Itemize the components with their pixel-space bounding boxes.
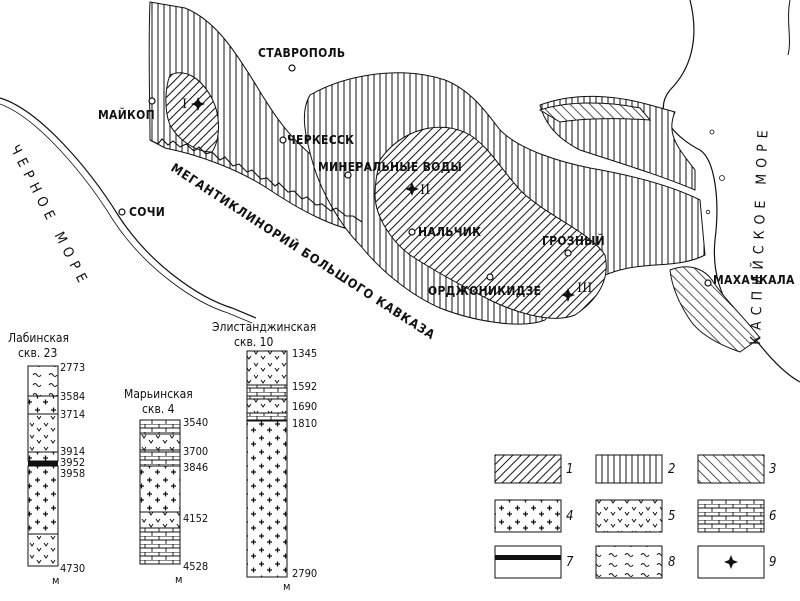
site-label-ii: II — [420, 183, 430, 198]
city-label-sochi: СОЧИ — [129, 205, 165, 219]
star-icon — [191, 97, 205, 111]
column-title: Марьинская — [124, 387, 193, 401]
legend-swatch-8 — [595, 545, 663, 579]
sochi-marker — [118, 208, 126, 216]
legend-label-2: 2 — [668, 462, 675, 477]
depth-label: 4528 — [183, 560, 208, 573]
depth-label: 4152 — [183, 512, 208, 525]
black-sea-coast-inner — [0, 103, 253, 324]
column-subtitle: скв. 10 — [234, 335, 274, 349]
depth-label: 3846 — [183, 461, 208, 474]
column-subtitle: скв. 23 — [18, 346, 57, 360]
site-ii: II — [405, 182, 430, 198]
depth-label: 2773 — [60, 361, 85, 374]
legend-label-1: 1 — [566, 462, 573, 477]
legend-swatch-2 — [595, 454, 663, 484]
stavropol-marker — [288, 64, 296, 72]
depth-label: 2790 — [292, 567, 317, 580]
depth-label: 4730 — [60, 562, 85, 575]
depth-unit: м — [52, 574, 59, 587]
legend-label-5: 5 — [668, 509, 675, 524]
depth-unit: м — [175, 573, 182, 586]
city-label-cherkessk: ЧЕРКЕССК — [287, 133, 354, 147]
well-columns: Лабинская скв. 23 2773 3584 3714 3914 39… — [8, 320, 317, 593]
mineralnye-vody-marker — [344, 171, 352, 179]
legend-swatch-3 — [697, 454, 765, 484]
depth-label: 1592 — [292, 380, 317, 393]
maykop-marker — [148, 97, 156, 105]
black-sea-coast — [0, 97, 257, 319]
caspian-shore-east — [787, 0, 791, 56]
well-column-maryinskaya: Марьинская скв. 4 3540 3700 3846 4152 45… — [124, 387, 208, 586]
depth-label: 3914 — [60, 445, 85, 458]
column-title: Лабинская — [8, 331, 69, 345]
legend-label-3: 3 — [769, 462, 776, 477]
depth-label: 3714 — [60, 408, 85, 421]
legend-label-6: 6 — [769, 509, 776, 524]
star-icon — [724, 555, 738, 569]
legend-label-7: 7 — [566, 555, 574, 570]
star-icon — [561, 288, 575, 302]
depth-label: 1690 — [292, 400, 317, 413]
legend: 1 2 3 4 5 6 7 8 9 — [494, 454, 776, 579]
nalchik-marker — [408, 228, 416, 236]
column-subtitle: скв. 4 — [142, 402, 175, 416]
depth-unit: м — [283, 580, 290, 593]
site-label-iii: III — [577, 281, 592, 296]
star-icon — [405, 182, 419, 196]
legend-swatch-1 — [494, 454, 562, 484]
zone-3-makhachkala — [669, 266, 761, 353]
zone-1-central — [374, 126, 607, 319]
legend-swatch-5 — [595, 499, 663, 533]
city-label-mineralnye-vody: МИНЕРАЛЬНЫЕ ВОДЫ — [318, 160, 462, 174]
city-label-grozny: ГРОЗНЫЙ — [542, 233, 605, 248]
column-title: Элистанджинская — [212, 320, 316, 334]
legend-swatch-4 — [494, 499, 562, 533]
site-i: I — [182, 97, 205, 112]
makhachkala-marker — [704, 279, 712, 287]
ordzhonikidze-marker — [486, 273, 494, 281]
depth-label: 3540 — [183, 416, 208, 429]
city-label-makhachkala: МАХАЧКАЛА — [713, 273, 795, 287]
grozny-marker — [564, 249, 572, 257]
zone-3-east-band — [538, 102, 652, 123]
city-label-nalchik: НАЛЬЧИК — [418, 225, 481, 239]
site-label-i: I — [182, 97, 187, 112]
city-label-ordzhonikidze: ОРДЖОНИКИДЗЕ — [428, 284, 541, 298]
city-label-maykop: МАЙКОП — [98, 107, 155, 122]
legend-label-9: 9 — [769, 555, 776, 570]
sea-label-black-sea: ЧЕРНОЕ МОРЕ — [6, 143, 92, 291]
depth-label: 3584 — [60, 390, 85, 403]
cherkessk-marker — [279, 136, 287, 144]
depth-label: 3952 — [60, 456, 85, 469]
depth-label: 3958 — [60, 467, 85, 480]
map-area: СТАВРОПОЛЬ МАЙКОП ЧЕРКЕССК МИНЕРАЛЬНЫЕ В… — [0, 0, 800, 383]
legend-label-4: 4 — [566, 509, 573, 524]
city-label-stavropol: СТАВРОПОЛЬ — [258, 46, 345, 60]
legend-swatch-7 — [494, 545, 562, 579]
well-column-labinskaya: Лабинская скв. 23 2773 3584 3714 3914 39… — [8, 331, 85, 587]
depth-label: 3700 — [183, 445, 208, 458]
legend-label-8: 8 — [668, 555, 675, 570]
legend-swatch-6 — [697, 499, 765, 533]
well-column-elistandzhinskaya: Элистанджинская скв. 10 1345 1592 1690 1… — [212, 320, 317, 593]
ridge-margin — [149, 138, 363, 223]
sea-label-caspian-sea: КАСПИЙСКОЕ МОРЕ — [746, 124, 772, 345]
site-iii: III — [561, 281, 592, 302]
depth-label: 1810 — [292, 417, 317, 430]
depth-label: 1345 — [292, 347, 317, 360]
